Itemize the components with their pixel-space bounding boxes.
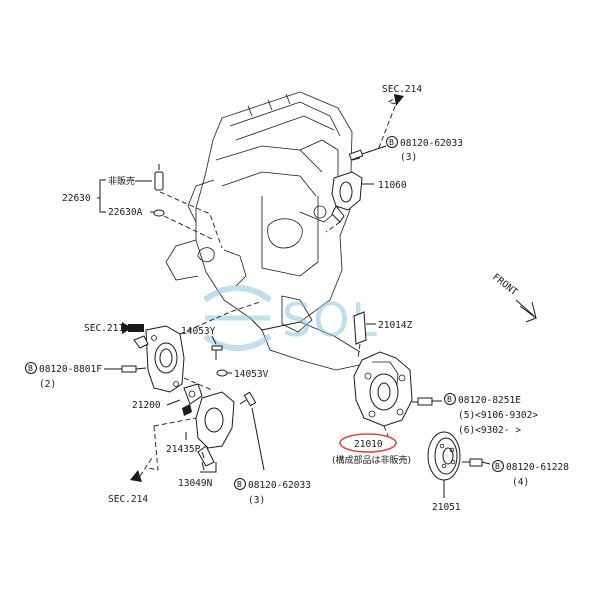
bolt-symbol [386, 136, 398, 148]
svg-text:B: B [28, 364, 33, 373]
label-21200: 21200 [132, 400, 161, 411]
label-qty-62033-top: (3) [400, 152, 417, 163]
svg-text:B: B [237, 480, 242, 489]
group-thermostat-housing: SEC.211 14053Y 14053V B 08120-8801F (2) [25, 301, 269, 393]
group-11060: SEC.214 B 08120-62033 (3) 11060 [325, 84, 463, 233]
label-qty-62033-bottom: (3) [248, 495, 265, 506]
label-22630a: 22630A [108, 207, 143, 218]
label-bolt-61228: 08120-61228 [506, 462, 569, 473]
highlight-21010 [339, 433, 397, 453]
label-14053v: 14053V [234, 369, 269, 380]
label-qty-61228: (4) [512, 477, 529, 488]
svg-text:B: B [447, 395, 452, 404]
label-sec211: SEC.211 [84, 323, 124, 334]
label-13049n: 13049N [178, 478, 213, 489]
group-water-pump: 21014Z 21010 (構成部品は非販売) B 08120-8251E (5… [332, 311, 538, 466]
label-sec214-top: SEC.214 [382, 84, 422, 95]
label-front: FRONT [490, 272, 520, 298]
label-bolt-8801f: 08120-8801F [39, 364, 102, 375]
group-22630: 22630 非販売 22630A [62, 164, 223, 249]
label-21435p: 21435P [166, 444, 201, 455]
label-14053y: 14053Y [181, 326, 216, 337]
label-21010: 21010 [354, 439, 383, 450]
front-arrow: FRONT [490, 272, 537, 323]
label-11060: 11060 [378, 180, 407, 191]
svg-text:B: B [495, 462, 500, 471]
label-22630: 22630 [62, 193, 91, 204]
label-bolt-8251e: 08120-8251E [458, 395, 521, 406]
label-bolt-62033-top: 08120-62033 [400, 138, 463, 149]
label-bolt-62033-bottom: 08120-62033 [248, 480, 311, 491]
svg-text:B: B [389, 138, 394, 147]
label-sec214-bottom: SEC.214 [108, 494, 148, 505]
group-21200: 21200 21435P 13049N B 08120-62033 (3) SE… [108, 383, 311, 506]
label-component-note: (構成部品は非販売) [332, 454, 411, 466]
label-qty-8251e-1: (5)<9106-9302> [458, 410, 538, 421]
group-pulley-21051: 21051 B 08120-61228 (4) [427, 431, 569, 513]
engine-block-drawing [165, 91, 365, 371]
label-not-sold: 非販売 [108, 175, 135, 187]
label-qty-8251e-2: (6)<9302- > [458, 425, 521, 436]
label-qty-8801f: (2) [39, 379, 56, 390]
label-21014z: 21014Z [378, 320, 413, 331]
label-21051: 21051 [432, 502, 461, 513]
